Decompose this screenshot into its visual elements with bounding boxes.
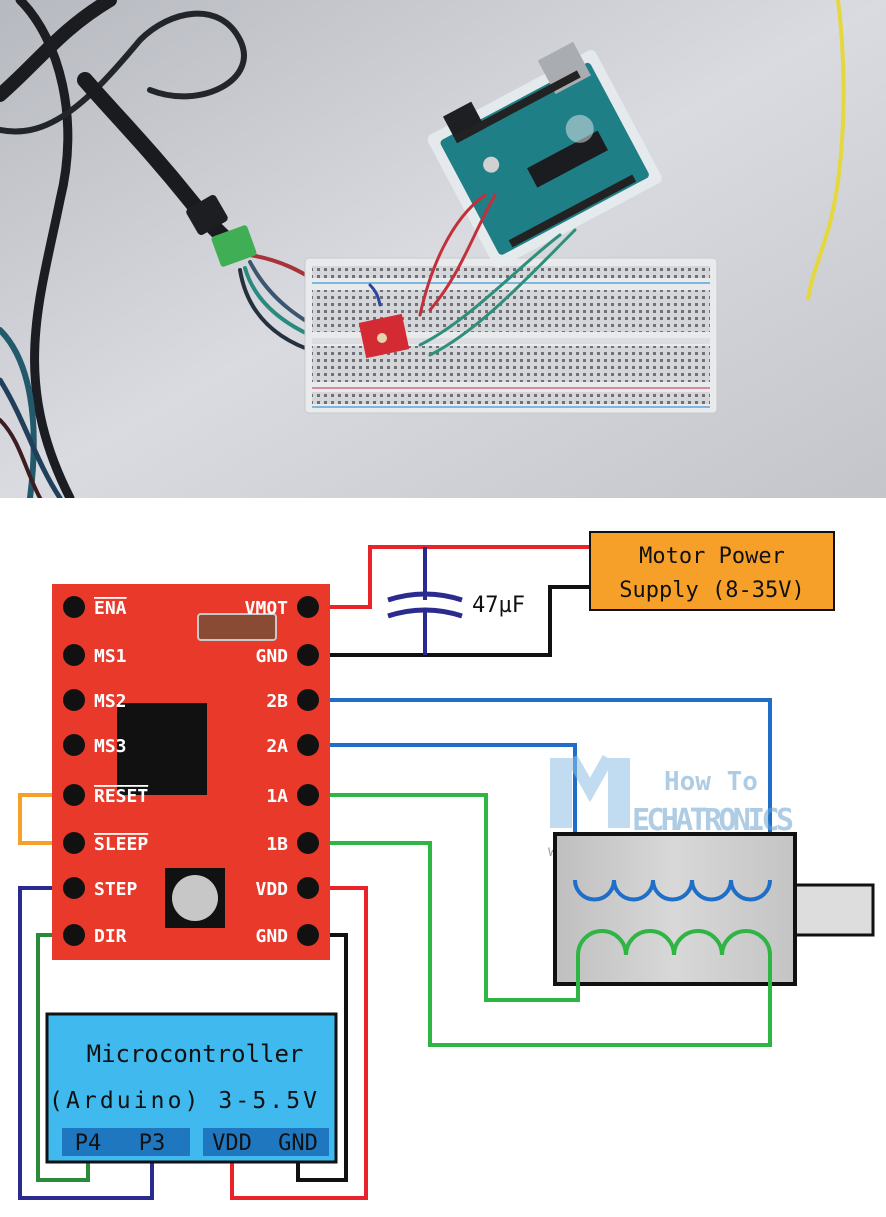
supply-line-1: Motor Power	[639, 544, 785, 569]
wiring-diagram: 47µF Motor Power Supply (8-35V) ENA MS1MS…	[0, 498, 886, 1213]
coil-blue	[573, 879, 772, 902]
breadboard	[304, 257, 718, 414]
pin-vmot-hole	[297, 596, 319, 618]
pin-step-hole	[63, 877, 85, 899]
motor-body	[553, 832, 797, 986]
pin-reset-hole	[63, 784, 85, 806]
right-pin-column: VMOT GND 2B 2A 1A 1B VDD GND	[245, 596, 319, 947]
pin-reset-label: RESET	[94, 786, 148, 807]
pin-ena-hole	[63, 596, 85, 618]
mcu-pin-strip-right	[203, 1128, 329, 1156]
mcu-line-1: Microcontroller	[87, 1040, 304, 1068]
capacitor-label: 47µF	[472, 593, 525, 618]
wire-reset-sleep	[18, 793, 74, 845]
jumper-wires	[368, 193, 577, 357]
wire-vmot	[308, 545, 590, 609]
pin-gnd1-hole	[297, 644, 319, 666]
pin-gnd2-label: GND	[255, 926, 288, 947]
pin-ms2-hole	[63, 689, 85, 711]
pin-dir-label: DIR	[94, 926, 127, 947]
supply-line-2: Supply (8-35V)	[619, 578, 804, 603]
mcu-pin-gnd: GND	[278, 1131, 318, 1156]
pin-ms1-label: MS1	[94, 646, 127, 667]
pin-gnd1-label: GND	[255, 646, 288, 667]
pin-2b-hole	[297, 689, 319, 711]
setup-photo	[0, 0, 886, 503]
wire-gnd-mcu	[296, 933, 348, 1182]
pin-ms2-label: MS2	[94, 691, 127, 712]
motor-power-supply: Motor Power Supply (8-35V)	[589, 531, 835, 611]
pin-gnd2-hole	[297, 924, 319, 946]
pin-step-label: STEP	[94, 879, 138, 900]
pin-vdd-label: VDD	[255, 879, 288, 900]
watermark-line-1: How To	[664, 767, 758, 797]
stepper-motor	[553, 832, 875, 1045]
pin-1b-hole	[297, 832, 319, 854]
mcu-pin-vdd: VDD	[212, 1131, 252, 1156]
pin-dir-hole	[63, 924, 85, 946]
driver-chip	[117, 703, 207, 795]
mcu-pin-p3: P3	[139, 1131, 166, 1156]
capacitor: 47µF	[387, 547, 525, 655]
sense-resistor	[197, 613, 277, 641]
wire-2b	[308, 698, 772, 880]
potentiometer-knob	[172, 875, 218, 921]
pin-ms3-hole	[63, 734, 85, 756]
mcu-pin-strip-left	[62, 1128, 190, 1156]
pin-ena-label: ENA	[94, 598, 127, 619]
wire-vdd	[230, 886, 368, 1200]
pin-vmot-label: VMOT	[245, 598, 289, 619]
barrel-connector	[211, 225, 257, 267]
pin-sleep-hole	[63, 832, 85, 854]
pin-1b-label: 1B	[266, 834, 288, 855]
pin-1a-label: 1A	[266, 786, 288, 807]
motor-shaft	[791, 883, 875, 937]
wire-dir	[36, 933, 90, 1182]
coil-green	[576, 929, 772, 956]
pin-sleep-label: SLEEP	[94, 834, 148, 855]
pin-ms1-hole	[63, 644, 85, 666]
mcu-pin-p4: P4	[75, 1131, 102, 1156]
pin-2a-hole	[297, 734, 319, 756]
wire-gnd-supply	[308, 585, 590, 657]
pin-2b-label: 2B	[266, 691, 288, 712]
pin-2a-label: 2A	[266, 736, 288, 757]
pin-vdd-hole	[297, 877, 319, 899]
pin-1a-hole	[297, 784, 319, 806]
microcontroller: Microcontroller (Arduino) 3-5.5V P4 P3 V…	[45, 1012, 338, 1164]
wire-step	[18, 886, 154, 1200]
yellow-tube	[806, 0, 846, 301]
pin-ms3-label: MS3	[94, 736, 127, 757]
